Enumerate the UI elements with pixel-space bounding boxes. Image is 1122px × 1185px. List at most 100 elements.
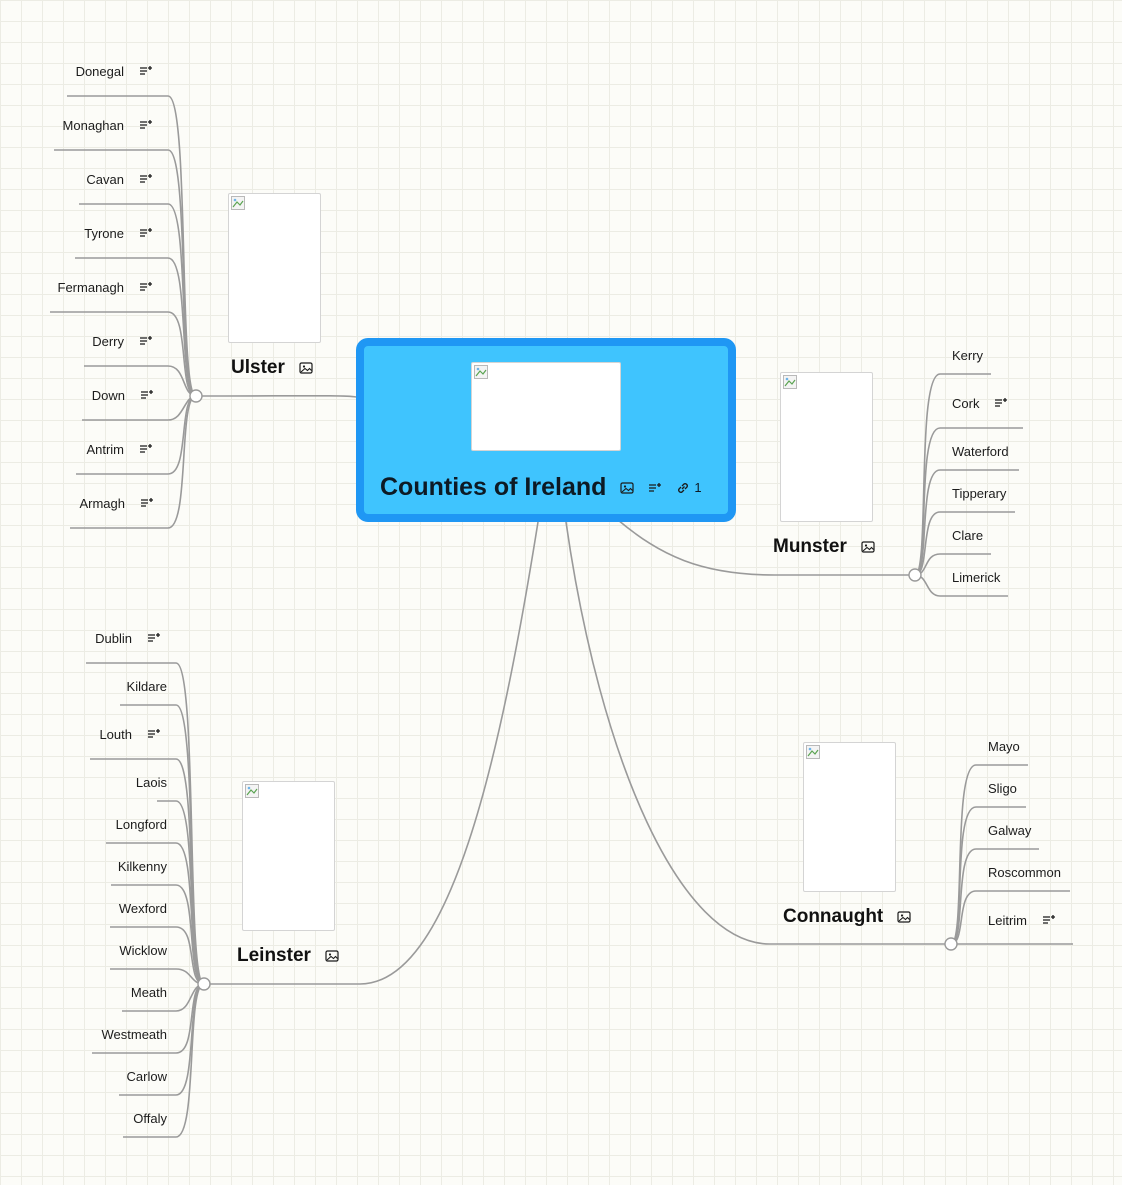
county-label: Westmeath <box>101 1026 167 1042</box>
note-icon[interactable] <box>139 335 153 347</box>
central-image[interactable] <box>471 362 621 451</box>
note-icon[interactable] <box>139 65 153 77</box>
image-icon[interactable] <box>861 541 875 553</box>
branch-title-text: Munster <box>773 536 847 557</box>
county-label: Offaly <box>133 1110 167 1126</box>
branch-title-text: Connaught <box>783 906 884 927</box>
county-clare[interactable]: Clare <box>952 525 983 545</box>
county-wexford[interactable]: Wexford <box>119 898 167 918</box>
broken-image-icon <box>231 196 245 210</box>
link-count: 1 <box>694 480 702 495</box>
connector-central-leinster <box>204 521 539 985</box>
ulster-collapse-handle <box>189 389 203 403</box>
county-label: Derry <box>92 333 124 349</box>
county-label: Cork <box>952 395 980 411</box>
county-label: Monaghan <box>62 117 124 133</box>
county-wicklow[interactable]: Wicklow <box>119 940 167 960</box>
county-tyrone[interactable]: Tyrone <box>84 223 153 243</box>
note-icon[interactable] <box>139 443 153 455</box>
note-icon[interactable] <box>139 119 153 131</box>
branch-munster[interactable]: Munster <box>773 536 875 558</box>
county-label: Wicklow <box>119 942 167 958</box>
county-label: Meath <box>130 984 167 1000</box>
connaught-collapse-handle <box>944 937 958 951</box>
county-label: Carlow <box>126 1068 167 1084</box>
county-derry[interactable]: Derry <box>92 331 153 351</box>
note-icon[interactable] <box>147 728 161 740</box>
county-laois[interactable]: Laois <box>136 772 167 792</box>
county-fermanagh[interactable]: Fermanagh <box>58 277 153 297</box>
county-label: Sligo <box>988 780 1017 796</box>
county-dublin[interactable]: Dublin <box>95 628 161 648</box>
branch-leinster[interactable]: Leinster <box>237 945 339 967</box>
county-label: Armagh <box>79 495 125 511</box>
county-label: Tyrone <box>84 225 124 241</box>
county-mayo[interactable]: Mayo <box>988 736 1020 756</box>
county-cork[interactable]: Cork <box>952 393 1008 413</box>
county-limerick[interactable]: Limerick <box>952 567 1000 587</box>
county-louth[interactable]: Louth <box>99 724 161 744</box>
county-tipperary[interactable]: Tipperary <box>952 483 1006 503</box>
county-label: Clare <box>952 527 984 543</box>
county-label: Limerick <box>952 569 1001 585</box>
county-kildare[interactable]: Kildare <box>127 676 167 696</box>
county-label: Kildare <box>126 678 167 694</box>
branch-ulster[interactable]: Ulster <box>231 357 313 379</box>
county-label: Louth <box>99 726 132 742</box>
county-label: Longford <box>115 816 167 832</box>
county-label: Dublin <box>95 630 132 646</box>
county-monaghan[interactable]: Monaghan <box>63 115 153 135</box>
county-label: Galway <box>988 822 1032 838</box>
county-label: Cavan <box>86 171 124 187</box>
county-leitrim[interactable]: Leitrim <box>988 910 1056 930</box>
central-title-text: Counties of Ireland <box>380 473 607 501</box>
broken-image-icon <box>245 784 259 798</box>
note-icon[interactable] <box>139 173 153 185</box>
county-meath[interactable]: Meath <box>131 982 167 1002</box>
county-sligo[interactable]: Sligo <box>988 778 1017 798</box>
branch-title-text: Ulster <box>231 357 285 378</box>
county-galway[interactable]: Galway <box>988 820 1031 840</box>
link-icon[interactable] <box>676 481 690 495</box>
note-icon[interactable] <box>140 389 154 401</box>
connector-central-connaught <box>565 521 951 945</box>
image-icon[interactable] <box>620 481 635 494</box>
county-kerry[interactable]: Kerry <box>952 345 983 365</box>
munster-image[interactable] <box>780 372 873 522</box>
county-label: Kerry <box>952 347 984 363</box>
county-cavan[interactable]: Cavan <box>86 169 153 189</box>
leinster-collapse-handle <box>197 977 211 991</box>
connaught-image[interactable] <box>803 742 896 892</box>
note-icon[interactable] <box>140 497 154 509</box>
county-westmeath[interactable]: Westmeath <box>101 1024 167 1044</box>
county-longford[interactable]: Longford <box>116 814 167 834</box>
note-icon[interactable] <box>648 482 662 494</box>
image-icon[interactable] <box>325 950 339 962</box>
note-icon[interactable] <box>139 281 153 293</box>
leinster-image[interactable] <box>242 781 335 931</box>
image-icon[interactable] <box>299 362 313 374</box>
county-offaly[interactable]: Offaly <box>133 1108 167 1128</box>
branch-connaught[interactable]: Connaught <box>783 906 911 928</box>
image-icon[interactable] <box>897 911 911 923</box>
county-waterford[interactable]: Waterford <box>952 441 1009 461</box>
county-carlow[interactable]: Carlow <box>127 1066 167 1086</box>
branch-title-text: Leinster <box>237 945 311 966</box>
note-icon[interactable] <box>994 397 1008 409</box>
county-roscommon[interactable]: Roscommon <box>988 862 1061 882</box>
county-label: Waterford <box>952 443 1009 459</box>
note-icon[interactable] <box>1042 914 1056 926</box>
county-down[interactable]: Down <box>92 385 154 405</box>
ulster-image[interactable] <box>228 193 321 343</box>
county-antrim[interactable]: Antrim <box>86 439 153 459</box>
county-armagh[interactable]: Armagh <box>79 493 154 513</box>
central-topic-title[interactable]: Counties of Ireland 1 <box>380 473 702 502</box>
county-label: Leitrim <box>988 912 1028 928</box>
county-label: Tipperary <box>952 485 1007 501</box>
note-icon[interactable] <box>147 632 161 644</box>
central-topic[interactable]: Counties of Ireland 1 <box>356 338 736 522</box>
note-icon[interactable] <box>139 227 153 239</box>
county-donegal[interactable]: Donegal <box>76 61 153 81</box>
county-kilkenny[interactable]: Kilkenny <box>118 856 167 876</box>
